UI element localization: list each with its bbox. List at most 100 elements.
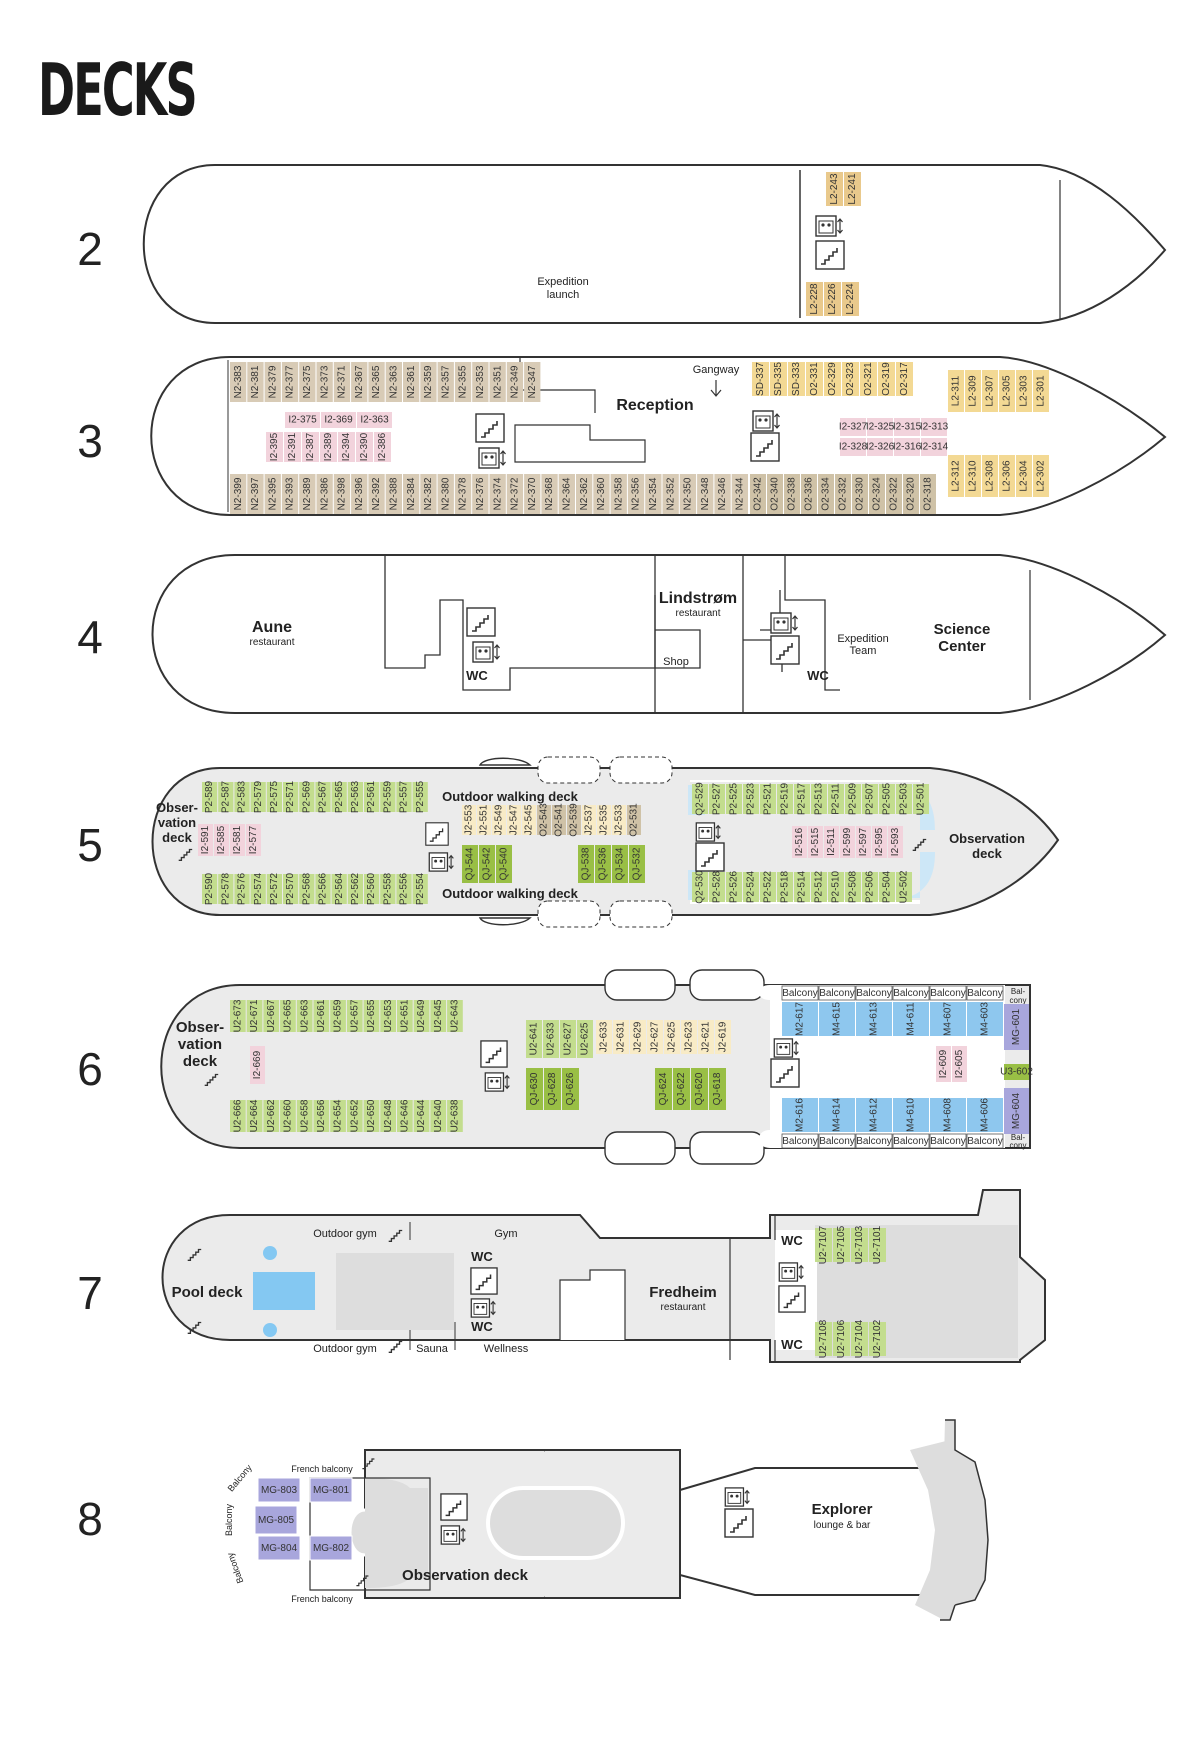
cabin-block (593, 474, 610, 514)
cabin-block (230, 362, 247, 402)
cabin-block (374, 432, 391, 462)
cabin-label: P2-522 (763, 870, 774, 903)
cabin-block (247, 362, 264, 402)
cabin-block (627, 805, 641, 835)
cabin-j2-535: J2-535 (597, 804, 611, 835)
cabin-label: U2-625 (580, 1022, 591, 1055)
cabin-label: P2-509 (848, 782, 859, 815)
cabin-block (767, 474, 783, 514)
cabin-block (752, 362, 769, 396)
cabin-label: N2-344 (734, 477, 745, 510)
cabin-block (230, 824, 245, 856)
label-explorer: Explorer (812, 1501, 873, 1518)
cabin-label: O2-331 (809, 362, 820, 396)
cabin-block (999, 455, 1015, 497)
label-gangway: Gangway (693, 364, 740, 376)
balcony-label: Balcony (782, 988, 818, 999)
label-bal-1: Bal- (1011, 1133, 1026, 1142)
cabin-label: L2-310 (968, 460, 979, 492)
cabin-label: N2-373 (319, 365, 330, 398)
label-fredheim-sub: restaurant (660, 1302, 705, 1313)
cabin-label: O2-319 (881, 362, 892, 396)
cabin-qj-534: QJ-534 (612, 845, 628, 883)
cabin-qj-630: QJ-630 (526, 1068, 543, 1110)
cabin-block (364, 874, 380, 904)
cabin-block (363, 1100, 380, 1132)
cabin-label: J2-631 (616, 1021, 627, 1052)
cabin-i2-516: I2-516 (792, 826, 807, 858)
cabin-label: L2-309 (968, 375, 979, 407)
cabin-p2-508: P2-508 (845, 870, 861, 903)
cabin-n2-372: N2-372 (506, 474, 524, 514)
cabin-u2-502: U2-502 (896, 870, 912, 903)
cabin-label: O2-541 (554, 803, 565, 837)
staircase-icon (480, 1040, 508, 1068)
label-walk-bottom: Outdoor walking deck (442, 886, 579, 901)
cabin-label: I2-391 (287, 432, 298, 461)
cabin-block (662, 474, 679, 514)
cabin-label: P2-562 (350, 872, 361, 905)
suite-label: MG-804 (261, 1543, 298, 1554)
cabin-block (692, 784, 708, 814)
cabin-block (1016, 370, 1032, 412)
cabin-block (852, 474, 868, 514)
cabin-label: QJ-622 (676, 1072, 687, 1105)
cabin-label: P2-525 (729, 782, 740, 815)
cabin-block (264, 474, 281, 514)
cabin-label: P2-583 (237, 780, 248, 813)
cabin-block (544, 1068, 561, 1110)
cabin-l2-309: L2-309 (965, 370, 981, 412)
cabin-label: M4-603 (980, 1002, 991, 1036)
cabin-n2-373: N2-373 (316, 362, 333, 402)
cabin-block (1033, 455, 1049, 497)
cabin-o2-539: O2-539 (567, 803, 581, 837)
cabin-label: I2-609 (938, 1049, 949, 1078)
cabin-block (413, 1000, 430, 1032)
cabin-block (578, 845, 594, 883)
cabin-p2-505: P2-505 (879, 782, 895, 815)
cabin-label: QJ-532 (632, 847, 643, 880)
cabin-n2-362: N2-362 (576, 474, 593, 514)
cabin-block (430, 1100, 447, 1132)
cabin-block (577, 1020, 593, 1058)
cabin-label: U2-633 (546, 1022, 557, 1055)
cabin-l2-312: L2-312 (948, 455, 964, 497)
cabin-label: N2-381 (250, 365, 261, 398)
balcony-box (818, 985, 856, 1001)
cabin-block (893, 1098, 929, 1132)
cabin-label: P2-557 (399, 780, 410, 813)
cabin-label: N2-396 (354, 477, 365, 510)
cabin-label: O2-318 (923, 477, 934, 511)
cabin-block (1004, 1088, 1029, 1134)
label-lindstrom-sub: restaurant (675, 608, 720, 619)
cabin-block (788, 362, 805, 396)
cabin-p2-522: P2-522 (760, 870, 776, 903)
cabin-label: L2-311 (951, 375, 962, 406)
cabin-o2-543: O2-543 (537, 803, 551, 837)
cabin-block (808, 826, 823, 858)
cabin-label: P2-513 (814, 782, 825, 815)
cabin-n2-346: N2-346 (714, 474, 731, 514)
suite-label: MG-802 (313, 1543, 350, 1554)
cabin-p2-517: P2-517 (794, 782, 810, 815)
cabin-block (655, 1068, 672, 1110)
cabin-block (250, 782, 266, 812)
cabin-n2-376: N2-376 (472, 474, 489, 514)
cabin-block (283, 874, 299, 904)
cabin-label: I2-595 (874, 827, 885, 856)
cabin-qj-622: QJ-622 (673, 1068, 690, 1110)
cabin-block (835, 474, 851, 514)
cabin-u2-657: U2-657 (346, 999, 363, 1032)
cabin-block (818, 474, 834, 514)
cabin-label: P2-571 (285, 780, 296, 813)
cabin-block (506, 362, 524, 402)
cabin-block (266, 432, 283, 462)
cabin-u2-7108: U2-7108 (815, 1319, 832, 1358)
cabin-label: P2-560 (366, 872, 377, 905)
suite-block (257, 1477, 301, 1503)
cabin-block (285, 412, 320, 428)
cabin-j2-621: J2-621 (698, 1020, 714, 1054)
